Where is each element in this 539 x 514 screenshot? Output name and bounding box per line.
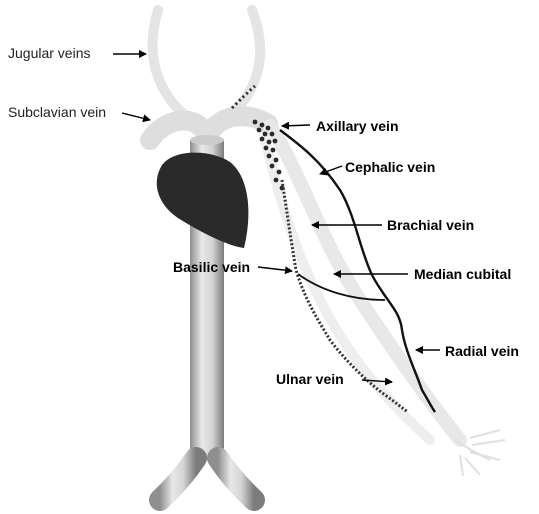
label-basilic-vein: Basilic vein [173,259,250,275]
arrow-subclavian [122,113,150,120]
arrow-axillary [282,125,310,126]
label-jugular-veins: Jugular veins [8,45,91,61]
label-brachial-vein: Brachial vein [387,217,474,233]
label-ulnar-vein: Ulnar vein [276,371,344,387]
label-radial-vein: Radial vein [445,343,519,359]
label-subclavian-vein: Subclavian vein [8,104,106,120]
label-cephalic-vein: Cephalic vein [345,159,435,175]
label-axillary-vein: Axillary vein [316,118,399,134]
label-median-cubital: Median cubital [414,266,511,282]
arrow-basilic [258,267,292,271]
